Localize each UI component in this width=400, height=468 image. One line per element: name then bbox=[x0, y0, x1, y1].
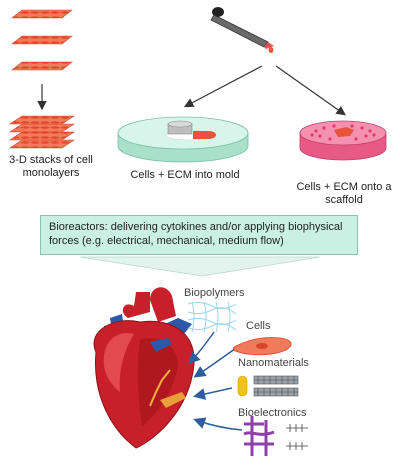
heart-icon bbox=[93, 287, 195, 449]
arrow-cells bbox=[193, 347, 237, 378]
arrow-biopolymers bbox=[187, 331, 215, 365]
label-biopolymers: Biopolymers bbox=[184, 287, 245, 299]
scaffold-icon bbox=[299, 120, 387, 161]
nanotube-icon bbox=[237, 375, 299, 397]
electronics-mesh-icon bbox=[243, 416, 308, 456]
label-mold: Cells + ECM into mold bbox=[130, 169, 240, 181]
fiber-mesh-icon bbox=[187, 301, 237, 333]
arrow-to-mold bbox=[183, 65, 263, 108]
label-stacks: 3-D stacks of cell monolayers bbox=[9, 154, 93, 179]
arrow-nanomaterials bbox=[193, 387, 233, 400]
cell-icon bbox=[232, 337, 292, 356]
label-bioelectronics: Bioelectronics bbox=[238, 407, 307, 419]
cell-sheet-icon bbox=[11, 9, 73, 71]
funnel-arrow bbox=[79, 256, 321, 277]
arrow-bioelectronics bbox=[193, 417, 243, 431]
label-nanomaterials: Nanomaterials bbox=[238, 357, 309, 369]
mold-dish-icon bbox=[117, 116, 249, 163]
label-bioreactor: Bioreactors: delivering cytokines and/or… bbox=[49, 221, 343, 247]
bioreactor-box: Bioreactors: delivering cytokines and/or… bbox=[40, 215, 358, 255]
label-scaffold: Cells + ECM onto a scaffold bbox=[296, 181, 392, 206]
label-cells: Cells bbox=[246, 320, 271, 332]
dropper-icon bbox=[210, 7, 274, 53]
arrow-to-scaffold bbox=[275, 65, 346, 116]
cell-stack-icon bbox=[9, 115, 75, 149]
